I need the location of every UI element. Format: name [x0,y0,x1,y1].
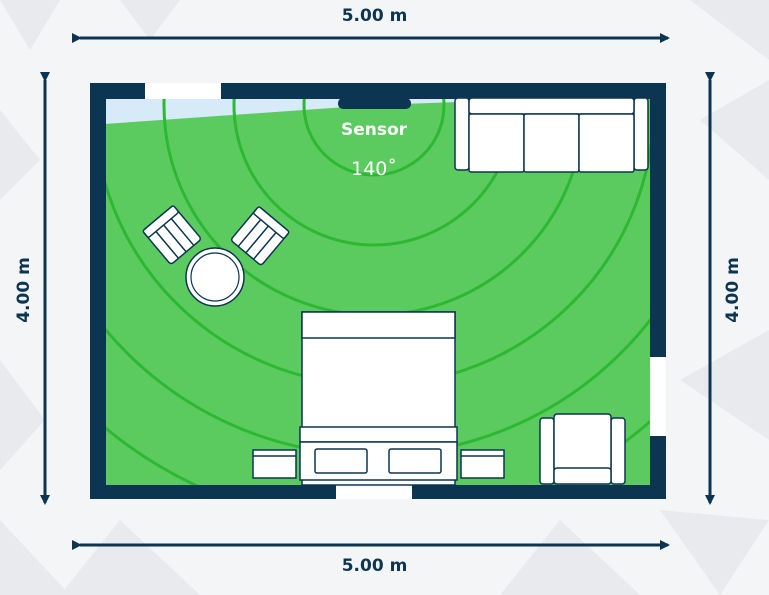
right-dimension-label: 4.00 m [723,257,743,323]
sensor-coverage-area [106,99,650,485]
bed [299,311,458,486]
nightstand-left [252,449,297,479]
top-dimension-label: 5.00 m [341,6,408,26]
chair-left [142,205,201,265]
bottom-dimension-label: 5.00 m [341,556,408,576]
armchair [539,413,626,485]
sofa [454,97,649,173]
sensor-device [338,98,411,109]
door-opening-bottom [336,485,412,499]
left-dimension-label: 4.00 m [14,257,34,323]
nightstand-right [460,449,505,479]
door-opening-right [650,357,666,436]
chair-right [231,206,290,266]
window-opening-top [145,83,221,99]
sensor-angle: 140˚ [351,158,397,180]
round-table [185,247,245,307]
sensor-label: Sensor [340,120,408,140]
